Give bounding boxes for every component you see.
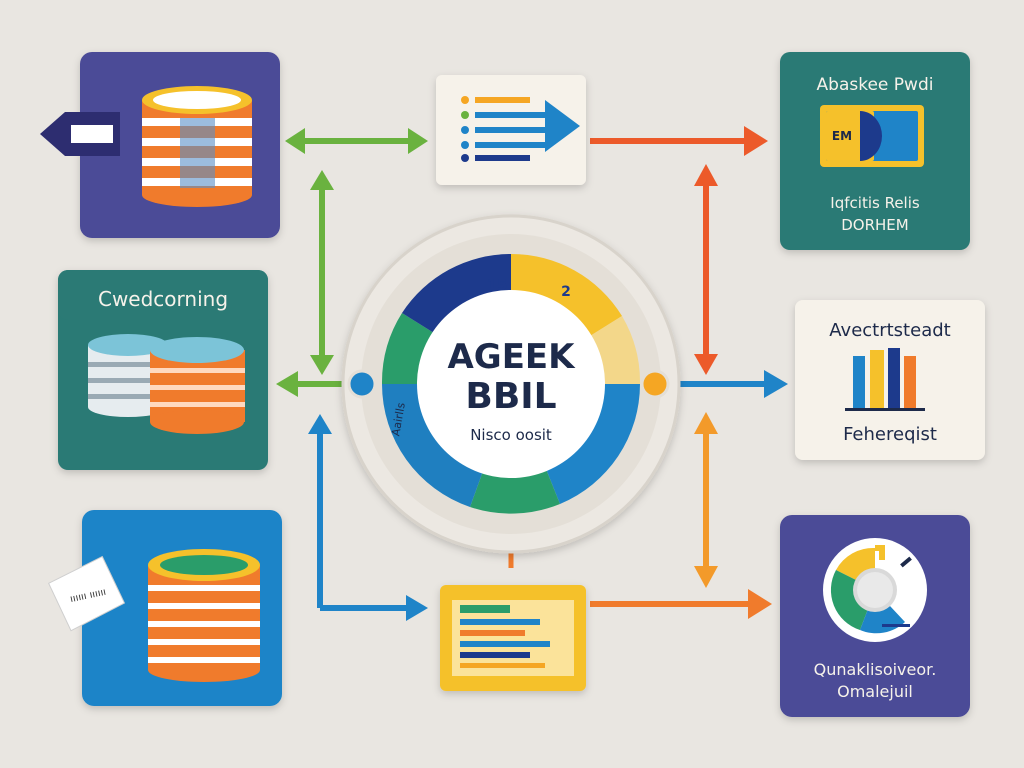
ring-side-label: Aairlls bbox=[389, 401, 408, 437]
hub-connector-left bbox=[347, 369, 377, 399]
stacked-database-icon bbox=[88, 334, 245, 434]
arrow-red-vertical bbox=[694, 164, 718, 375]
ring-label-15: 15 bbox=[487, 276, 508, 294]
node-bottom-right-caption1: Qunaklisoiveor. bbox=[814, 660, 937, 679]
node-mid-right-title: Avectrtsteadt bbox=[829, 320, 950, 341]
hub-title-line2: BBIL bbox=[465, 376, 556, 417]
node-mid-right-caption: Fehereqist bbox=[843, 424, 937, 445]
node-top-right-caption1: Iqfcitis Relis bbox=[830, 194, 920, 212]
arrow-green-left bbox=[276, 371, 350, 397]
database-icon-orange bbox=[148, 549, 260, 682]
ring-label-2: 2 bbox=[561, 284, 571, 300]
node-bottom-left: ıııııı ıııııı bbox=[48, 510, 282, 706]
card-bottom-center bbox=[440, 585, 586, 691]
node-top-right: Abaskee Pwdi EM Iqfcitis Relis DORHEM bbox=[780, 52, 970, 250]
arrow-green-top bbox=[285, 128, 428, 154]
bar-list-icon bbox=[460, 605, 550, 668]
arrow-blue-vertical bbox=[308, 414, 332, 608]
node-top-right-title: Abaskee Pwdi bbox=[817, 75, 934, 95]
hub-ring bbox=[381, 253, 641, 514]
node-bottom-right: Qunaklisoiveor. Omalejuil bbox=[780, 515, 970, 717]
hub-title-line1: AGEEK bbox=[447, 337, 576, 377]
node-bottom-right-caption2: Omalejuil bbox=[837, 682, 913, 701]
arrow-blue-bottom bbox=[320, 595, 428, 621]
badge-label: EM bbox=[832, 129, 852, 143]
node-tag bbox=[69, 123, 115, 145]
node-mid-left-title: Cwedcorning bbox=[98, 287, 228, 311]
hub-center bbox=[417, 290, 605, 478]
hub-connector-right bbox=[640, 369, 670, 399]
central-hub: 15 2 Aairlls AGEEK BBIL Nisco oosit bbox=[341, 214, 681, 554]
arrow-orange-vertical bbox=[694, 412, 718, 588]
list-icon bbox=[461, 96, 580, 162]
arrow-orange-bottom bbox=[590, 589, 772, 619]
bar-chart-icon bbox=[845, 348, 925, 411]
arrow-blue-right bbox=[676, 370, 788, 398]
hub-subtitle: Nisco oosit bbox=[470, 426, 552, 444]
database-icon bbox=[142, 86, 252, 207]
node-mid-left: Cwedcorning bbox=[58, 270, 268, 470]
arrow-red-top bbox=[590, 126, 768, 156]
tag-label-icon: ıııııı ıııııı bbox=[48, 555, 126, 632]
card-chart-icon: EM bbox=[820, 105, 924, 167]
donut-chart-icon bbox=[823, 538, 927, 642]
connector-arrows bbox=[276, 126, 788, 621]
node-top-left bbox=[40, 52, 280, 238]
node-mid-right: Avectrtsteadt Fehereqist bbox=[795, 300, 985, 460]
node-top-right-caption2: DORHEM bbox=[841, 216, 908, 234]
arrow-green-vertical bbox=[310, 170, 334, 375]
card-top-center bbox=[436, 75, 586, 185]
